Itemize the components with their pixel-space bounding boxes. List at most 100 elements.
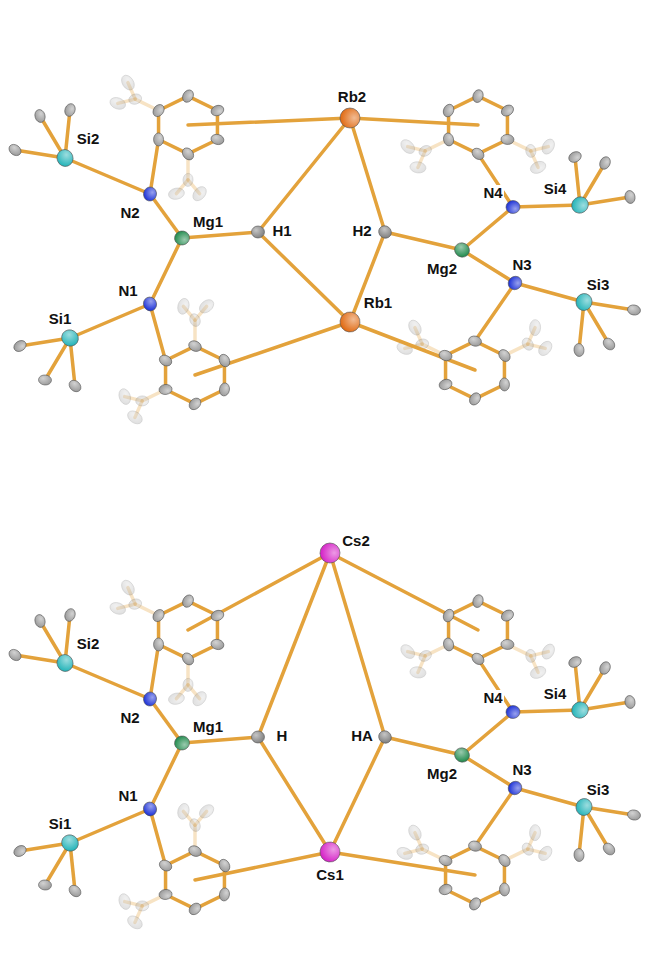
atom-group <box>7 539 641 917</box>
atom <box>496 852 512 868</box>
atom <box>7 647 23 663</box>
atom <box>157 858 173 873</box>
faded-atom <box>529 159 548 176</box>
atom-label: N4 <box>482 185 503 200</box>
atom <box>442 637 455 652</box>
faded-atom <box>125 913 144 931</box>
atom-label: Si1 <box>48 311 73 326</box>
atom <box>627 304 642 316</box>
faded-atom <box>536 844 555 863</box>
atom <box>470 146 486 162</box>
bond <box>513 205 580 207</box>
bond <box>70 809 150 843</box>
atom-group <box>7 88 641 412</box>
atom <box>173 230 190 246</box>
atom <box>180 146 196 162</box>
atom <box>506 200 521 214</box>
faded-atom <box>183 678 194 692</box>
atom <box>438 378 454 392</box>
faded-atom <box>188 312 202 328</box>
faded-atom <box>108 96 127 112</box>
atom-label: Cs1 <box>315 867 345 882</box>
faded-atom <box>176 297 191 315</box>
atom <box>33 613 46 628</box>
faded-atom <box>117 892 132 911</box>
atom-label: N1 <box>117 283 138 298</box>
atom <box>452 745 472 764</box>
atom-label: H <box>276 728 289 743</box>
bond <box>150 809 166 866</box>
bond <box>462 207 513 250</box>
faded-atom <box>417 648 433 663</box>
atom <box>376 728 394 745</box>
atom-label: Si4 <box>543 181 568 196</box>
faded-atom <box>167 187 185 201</box>
atom <box>218 382 230 396</box>
atom <box>499 378 510 392</box>
atom <box>336 104 364 132</box>
atom <box>467 391 483 407</box>
atom <box>506 705 521 719</box>
faded-atom <box>398 642 417 661</box>
atom <box>59 832 82 855</box>
bond <box>150 139 159 194</box>
bond <box>150 644 159 699</box>
atom-label: Mg1 <box>192 214 224 229</box>
atom <box>158 384 172 396</box>
atom <box>496 347 512 363</box>
bond <box>195 322 350 375</box>
atom <box>12 338 28 353</box>
bond <box>462 755 515 788</box>
atom <box>7 142 23 158</box>
faded-atom <box>197 802 216 821</box>
faded-atom <box>176 802 191 820</box>
bond <box>188 553 330 630</box>
faded-bond-group <box>118 83 549 418</box>
atom <box>452 240 472 259</box>
faded-atom <box>136 901 149 911</box>
atom-label: Si3 <box>586 277 611 292</box>
atom <box>142 691 158 707</box>
bond <box>182 232 258 238</box>
atom <box>180 651 196 667</box>
faded-atom <box>125 408 144 426</box>
atom <box>468 335 483 348</box>
bond <box>330 553 385 737</box>
atom-label: Si2 <box>76 636 101 651</box>
atom <box>442 132 455 147</box>
faded-atom <box>520 841 536 857</box>
atom <box>468 840 483 853</box>
faded-atom <box>415 843 430 856</box>
bond-group <box>15 553 634 909</box>
faded-atom <box>183 173 194 187</box>
faded-atom <box>529 319 541 335</box>
bond <box>258 553 330 737</box>
atom <box>180 593 195 609</box>
atom-label: Mg1 <box>192 719 224 734</box>
atom <box>210 638 225 651</box>
atom <box>568 699 591 722</box>
bond <box>513 710 580 712</box>
atom-label: N2 <box>119 710 140 725</box>
atom <box>217 857 232 873</box>
atom <box>601 841 617 857</box>
atom <box>627 809 642 821</box>
atom <box>505 274 524 293</box>
atom <box>471 88 485 104</box>
atom-label: Si1 <box>48 816 73 831</box>
atom <box>574 797 594 818</box>
faded-atom <box>108 601 127 617</box>
faded-atom-group <box>108 578 557 932</box>
bond <box>70 304 150 338</box>
atom <box>217 352 232 368</box>
atom <box>141 800 159 818</box>
atom <box>187 844 203 859</box>
atom <box>63 607 77 623</box>
atom-label: N1 <box>117 788 138 803</box>
faded-atom <box>409 161 426 174</box>
atom-label: N3 <box>511 762 532 777</box>
atom-label: N4 <box>482 690 503 705</box>
bond <box>515 283 584 302</box>
faded-atom <box>525 144 537 158</box>
bond <box>462 712 513 755</box>
